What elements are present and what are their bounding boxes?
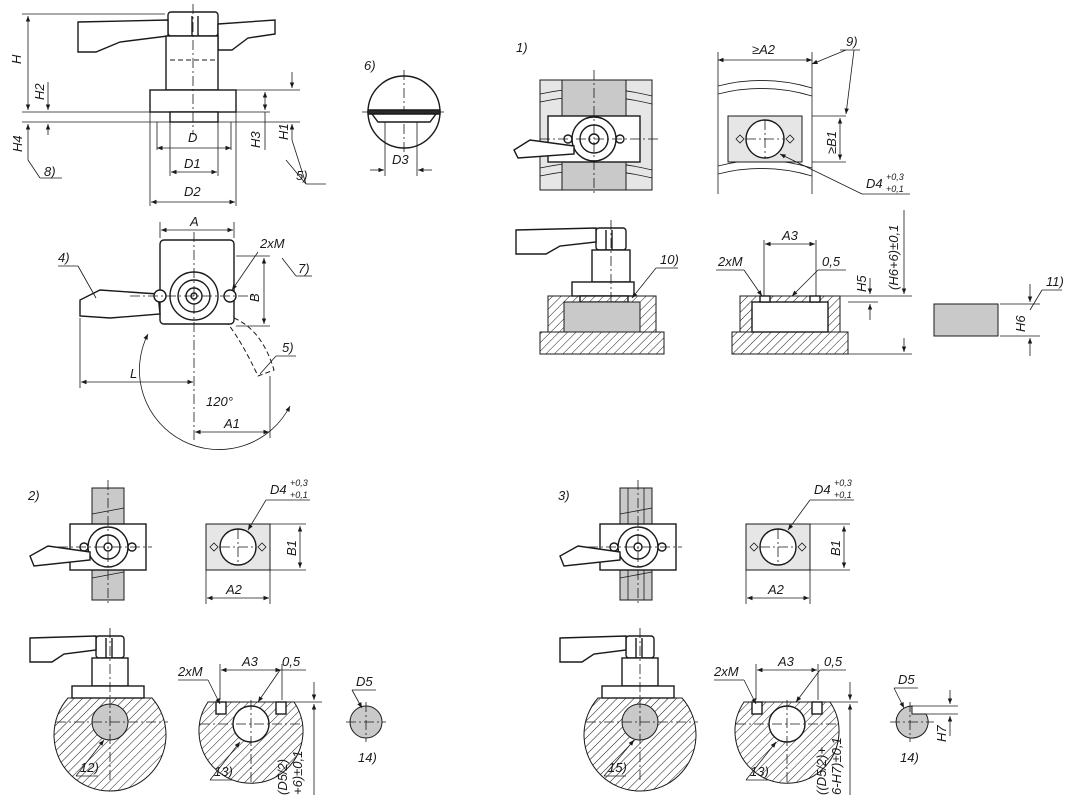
dim-D: D (188, 130, 197, 145)
note-11: 11) (1046, 274, 1064, 289)
dim-D3: D3 (392, 152, 409, 167)
dim-depth3b: 6-H7)±0,1 (829, 737, 844, 795)
note-3: 3) (558, 488, 570, 503)
label-2xM-v3: 2xM (713, 664, 739, 679)
tol-lower-v3: +0,1 (834, 490, 852, 500)
dim-H6: H6 (1013, 315, 1028, 332)
dim-gap-v3: 0,5 (824, 654, 843, 669)
label-2xM-top: 2xM (259, 236, 285, 251)
dim-depth2a: (D5/2) (275, 759, 290, 795)
dim-gap-v1: 0,5 (822, 254, 841, 269)
label-2xM-v2: 2xM (177, 664, 203, 679)
dim-D4-v2: D4 (270, 482, 287, 497)
tol-upper-v1: +0,3 (886, 172, 904, 182)
dim-D2: D2 (184, 184, 201, 199)
dim-D4-v1: D4 (866, 176, 883, 191)
side-view: H H2 H4 8) H3 H1 5) D D1 D2 (9, 4, 326, 206)
tol-lower-v2: +0,1 (290, 490, 308, 500)
dim-B1-min: ≥B1 (824, 131, 839, 154)
dim-B: B (247, 293, 262, 302)
dim-A3-v2: A3 (241, 654, 259, 669)
note-1: 1) (516, 40, 528, 55)
note-7: 7) (298, 261, 310, 276)
note-5-side: 5) (296, 168, 308, 183)
tol-upper-v3: +0,3 (834, 478, 852, 488)
dim-H5: H5 (854, 275, 869, 292)
detail-6: 6) D3 (362, 58, 446, 176)
note-12: 12) (80, 760, 99, 775)
dim-B1-v3: B1 (828, 540, 843, 556)
note-8: 8) (44, 164, 56, 179)
variant-1: 1) ≥A2 ≥B1 9) (513, 34, 1064, 356)
variant-2: 2) D4 +0,3 +0,1 B1 A2 (27, 478, 386, 795)
tol-lower-v1: +0,1 (886, 184, 904, 194)
dim-A3-v1: A3 (781, 228, 799, 243)
dim-depth1: (H6+6)±0,1 (886, 225, 901, 290)
note-6: 6) (364, 58, 376, 73)
dim-A: A (189, 214, 199, 229)
note-15: 15) (608, 760, 627, 775)
note-5-top: 5) (282, 340, 294, 355)
label-2xM-v1: 2xM (717, 254, 743, 269)
dim-A1: A1 (223, 416, 240, 431)
dim-H4: H4 (10, 135, 25, 152)
note-14-v3: 14) (900, 750, 919, 765)
dim-A3-v3: A3 (777, 654, 795, 669)
dim-A2-v2: A2 (225, 582, 243, 597)
dim-H2: H2 (32, 83, 47, 100)
note-13-v3: 13) (750, 764, 769, 779)
dim-L: L (130, 366, 137, 381)
dim-D1: D1 (184, 156, 201, 171)
dim-D5-v3: D5 (898, 672, 915, 687)
dim-A2-min: ≥A2 (752, 42, 776, 57)
dim-gap-v2: 0,5 (282, 654, 301, 669)
dim-depth2b: +6)±0,1 (290, 751, 305, 795)
note-4: 4) (58, 250, 70, 265)
dim-depth3a: ((D5/2)+ (814, 747, 829, 795)
dim-H: H (9, 54, 24, 64)
note-13-v2: 13) (214, 764, 233, 779)
dim-angle: 120° (206, 394, 233, 409)
dim-H1: H1 (276, 123, 291, 140)
note-10: 10) (660, 252, 679, 267)
note-2: 2) (27, 488, 40, 503)
top-view: A 2xM 7) B 4) 5) L 120° A1 (58, 214, 312, 451)
note-14-v2: 14) (358, 750, 377, 765)
dim-B1-v2: B1 (284, 540, 299, 556)
variant-3: 3) D4 +0,3 +0,1 B1 A2 (558, 478, 958, 795)
dim-D4-v3: D4 (814, 482, 831, 497)
dim-A2-v3: A2 (767, 582, 785, 597)
dim-D5-v2: D5 (356, 674, 373, 689)
dim-H3: H3 (248, 131, 263, 148)
note-9: 9) (846, 34, 858, 49)
tol-upper-v2: +0,3 (290, 478, 308, 488)
dim-H7: H7 (934, 725, 949, 742)
